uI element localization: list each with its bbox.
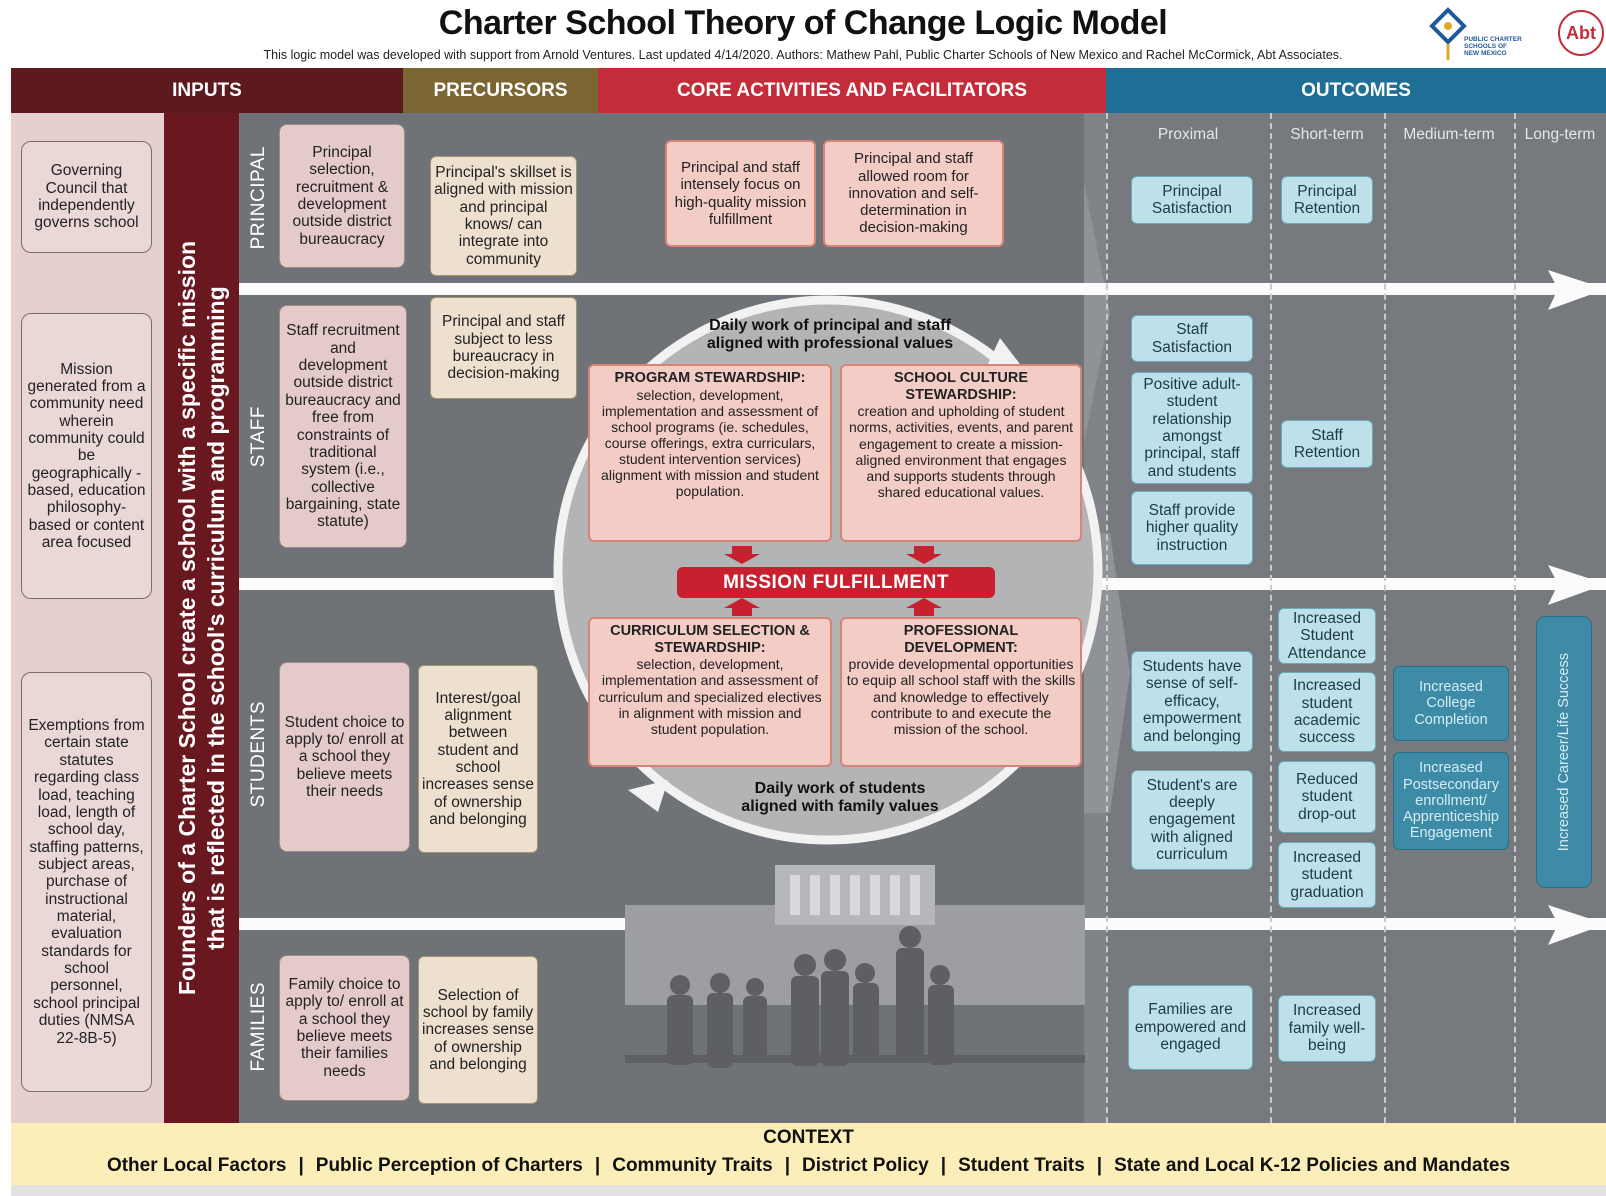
- footer-strip: [11, 1185, 1606, 1196]
- quad-culture-title: SCHOOL CULTURE STEWARDSHIP:: [894, 370, 1028, 403]
- founders-band: [164, 113, 239, 1123]
- outcome-header-long-term: Long-term: [1524, 126, 1596, 143]
- context-item: Other Local Factors: [106, 1155, 287, 1176]
- mission-fulfillment-banner: MISSION FULFILLMENT: [677, 567, 995, 598]
- outcome-career-life-success-label: Increased Career/Life Success: [1555, 652, 1572, 852]
- header-inputs-label: INPUTS: [172, 79, 242, 101]
- context-item: Public Perception of Charters: [315, 1155, 583, 1176]
- page-title: Charter School Theory of Change Logic Mo…: [438, 4, 1168, 42]
- outcome-student-self-efficacy: Students have sense of self-efficacy, em…: [1131, 651, 1253, 752]
- quad-curriculum-text: selection, development, implementation a…: [598, 656, 822, 737]
- context-item: Community Traits: [612, 1155, 773, 1176]
- outcome-career-life-success: Increased Career/Life Success: [1536, 616, 1592, 888]
- context-item: Student Traits: [958, 1155, 1085, 1176]
- header-core-label: CORE ACTIVITIES AND FACILITATORS: [676, 79, 1028, 101]
- quad-curriculum: CURRICULUM SELECTION & STEWARDSHIP: sele…: [588, 617, 832, 767]
- outcome-principal-retention: Principal Retention: [1281, 176, 1373, 224]
- condition-staff: Staff recruitment and development outsid…: [279, 305, 407, 548]
- arrow-right-icon: [1548, 905, 1606, 945]
- pcsnm-line-3: NEW MEXICO: [1464, 50, 1507, 58]
- header-precursors: PRECURSORS: [403, 68, 598, 113]
- input-governing-council: Governing Council that independently gov…: [21, 141, 152, 253]
- arrow-right-icon: [1548, 270, 1606, 310]
- cycle-bottom-label: Daily work of students aligned with fami…: [741, 780, 939, 815]
- context-item: State and Local K-12 Policies and Mandat…: [1114, 1155, 1511, 1176]
- quad-pd-text: provide developmental opportunities to e…: [846, 656, 1076, 737]
- quad-program-title: PROGRAM STEWARDSHIP:: [614, 370, 806, 386]
- pcsnm-diamond-icon: [1429, 7, 1467, 60]
- quad-professional-development: PROFESSIONAL DEVELOPMENT: provide develo…: [840, 617, 1082, 767]
- pcsnm-line-2: SCHOOLS OF: [1464, 43, 1507, 51]
- context-items: Other Local Factors|Public Perception of…: [106, 1155, 1511, 1176]
- header-core: CORE ACTIVITIES AND FACILITATORS: [598, 68, 1106, 113]
- outcome-student-engagement: Student's are deeply engagement with ali…: [1131, 770, 1253, 870]
- cycle-top-label: Daily work of principal and staff aligne…: [706, 317, 954, 352]
- page-subtitle: This logic model was developed with supp…: [263, 48, 1343, 62]
- row-label-students: STUDENTS: [248, 700, 269, 808]
- core-principal-focus: Principal and staff intensely focus on h…: [665, 140, 816, 247]
- mission-arrows-icon: [724, 546, 942, 616]
- pcsnm-line-1: PUBLIC CHARTER: [1464, 36, 1522, 43]
- row-label-principal: PRINCIPAL: [248, 146, 269, 250]
- outcome-staff-retention: Staff Retention: [1281, 420, 1373, 468]
- header-precursors-label: PRECURSORS: [433, 79, 568, 101]
- condition-families: Family choice to apply to/ enroll at a s…: [279, 955, 410, 1101]
- outcome-divider-4: [1514, 113, 1516, 1123]
- condition-principal: Principal selection, recruitment & devel…: [279, 124, 405, 268]
- outcome-header-short-term: Short-term: [1290, 126, 1364, 143]
- outcome-families-empowered: Families are empowered and engaged: [1128, 985, 1253, 1070]
- precursor-students: Interest/goal alignment between student …: [418, 665, 538, 853]
- quad-pd-title: PROFESSIONAL DEVELOPMENT:: [903, 623, 1019, 656]
- outcome-header-proximal: Proximal: [1157, 126, 1219, 143]
- quad-program-stewardship: PROGRAM STEWARDSHIP: selection, developm…: [588, 364, 832, 542]
- condition-students: Student choice to apply to/ enroll at a …: [279, 662, 410, 852]
- row-label-staff: STAFF: [248, 405, 269, 468]
- quad-school-culture: SCHOOL CULTURE STEWARDSHIP: creation and…: [840, 364, 1082, 542]
- precursor-families: Selection of school by family increases …: [418, 956, 538, 1104]
- precursor-principal: Principal's skillset is aligned with mis…: [430, 156, 577, 276]
- outcome-adult-student-relationship: Positive adult-student relationship amon…: [1131, 372, 1253, 484]
- arrow-right-icon: [1548, 565, 1606, 605]
- outcome-student-dropout: Reduced student drop-out: [1278, 761, 1376, 833]
- outcome-college-completion: Increased College Completion: [1393, 666, 1509, 741]
- context-item: District Policy: [802, 1155, 929, 1176]
- outcome-quality-instruction: Staff provide higher quality instruction: [1131, 491, 1253, 565]
- outcome-student-graduation: Increased student graduation: [1278, 842, 1376, 908]
- quad-curriculum-title: CURRICULUM SELECTION & STEWARDSHIP:: [610, 623, 810, 656]
- quad-culture-text: creation and upholding of student norms,…: [848, 403, 1074, 500]
- pcsnm-logo: PUBLIC CHARTER SCHOOLS OF NEW MEXICO: [1428, 6, 1538, 64]
- row-label-families: FAMILIES: [248, 981, 269, 1072]
- outcome-principal-satisfaction: Principal Satisfaction: [1131, 176, 1253, 224]
- outcome-postsecondary-enrollment: Increased Postsecondary enrollment/ Appr…: [1393, 752, 1509, 850]
- outcome-divider-3: [1384, 113, 1386, 1123]
- outcome-student-academic-success: Increased student academic success: [1278, 672, 1376, 752]
- precursor-staff: Principal and staff subject to less bure…: [430, 297, 577, 399]
- outcome-staff-satisfaction: Staff Satisfaction: [1131, 315, 1253, 362]
- outcome-divider-1: [1106, 113, 1108, 1123]
- header-outcomes: OUTCOMES: [1106, 68, 1606, 113]
- abt-logo: Abt: [1558, 10, 1604, 56]
- outcome-divider-2: [1270, 113, 1272, 1123]
- input-mission: Mission generated from a community need …: [21, 313, 152, 599]
- header-outcomes-label: OUTCOMES: [1301, 79, 1411, 101]
- outcome-family-well-being: Increased family well-being: [1278, 995, 1376, 1062]
- header-inputs: INPUTS: [11, 68, 403, 113]
- founders-statement: Founders of a Charter School create a sc…: [173, 240, 229, 996]
- outcome-student-attendance: Increased Student Attendance: [1278, 608, 1376, 664]
- input-exemptions: Exemptions from certain state statutes r…: [21, 672, 152, 1092]
- outcome-header-medium-term: Medium-term: [1403, 126, 1495, 143]
- core-principal-innovation: Principal and staff allowed room for inn…: [823, 140, 1004, 247]
- context-banner: [11, 1123, 1606, 1185]
- school-building-icon: [625, 865, 1085, 1068]
- context-title: CONTEXT: [763, 1127, 854, 1148]
- abt-logo-text: Abt: [1566, 22, 1596, 43]
- quad-program-text: selection, development, implementation a…: [601, 386, 819, 500]
- row-divider-1: [239, 283, 1606, 295]
